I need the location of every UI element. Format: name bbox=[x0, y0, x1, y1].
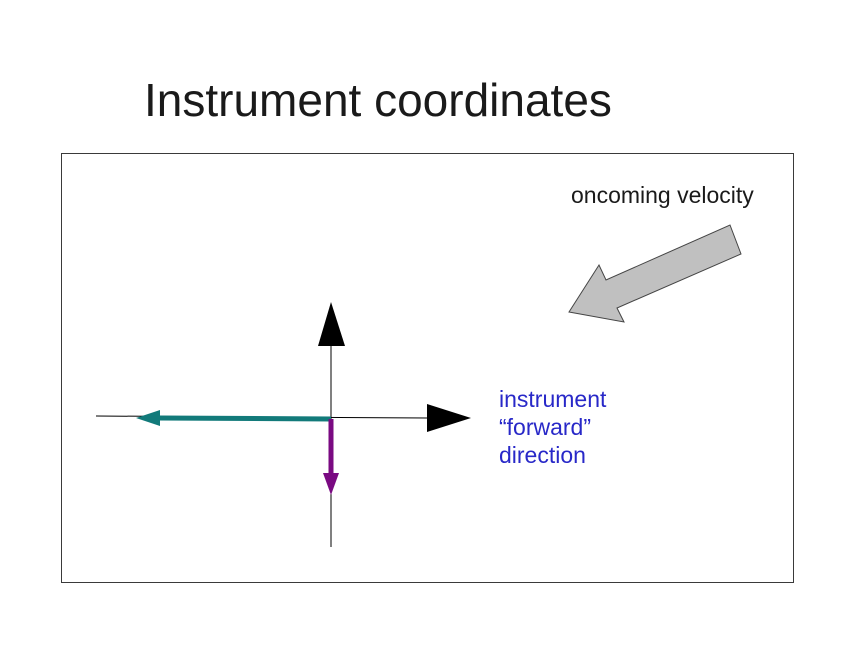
purple-vector-arrowhead bbox=[323, 473, 339, 495]
teal-vector-arrowhead bbox=[136, 410, 160, 426]
forward-axis-arrowhead bbox=[427, 404, 471, 432]
teal-vector-line bbox=[157, 415, 332, 422]
oncoming-velocity-arrow bbox=[568, 224, 742, 323]
instrument-forward-direction-label: instrument “forward” direction bbox=[499, 385, 606, 469]
up-axis-arrowhead bbox=[318, 302, 345, 346]
diagram-frame bbox=[61, 153, 794, 583]
oncoming-velocity-label: oncoming velocity bbox=[571, 182, 754, 208]
forward-label-line-1: instrument bbox=[499, 386, 607, 412]
forward-label-line-3: direction bbox=[499, 442, 586, 468]
slide-title: Instrument coordinates bbox=[144, 74, 612, 126]
forward-label-line-2: “forward” bbox=[499, 414, 592, 440]
